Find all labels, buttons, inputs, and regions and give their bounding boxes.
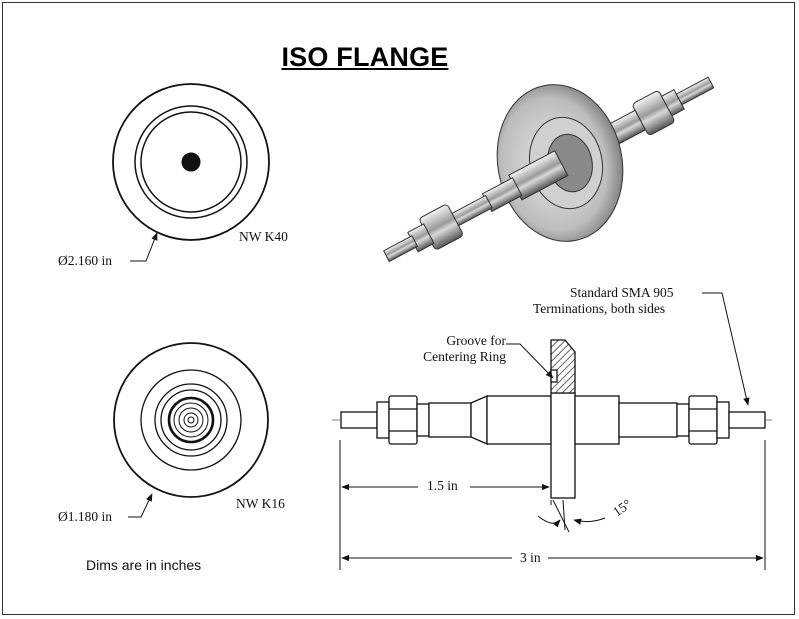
k16-end-view	[113, 342, 269, 498]
groove-label-line2: Centering Ring	[423, 349, 506, 364]
units-note: Dims are in inches	[86, 557, 202, 573]
isometric-view	[382, 76, 715, 263]
dim-1-5-label: 1.5 in	[427, 478, 458, 493]
k40-leader	[130, 232, 158, 262]
nw-k16-label: NW K16	[236, 496, 285, 511]
k16-leader	[128, 493, 153, 518]
side-view	[332, 339, 775, 499]
k40-end-view	[112, 83, 270, 241]
sma-label-line2: Terminations, both sides	[533, 301, 666, 316]
dimensions	[339, 292, 766, 570]
dim-3-label: 3 in	[520, 550, 541, 565]
sma-label-line1: Standard SMA 905	[570, 285, 674, 300]
page-title: ISO FLANGE	[281, 42, 449, 72]
nw-k40-label: NW K40	[239, 229, 288, 244]
groove-label-line1: Groove for	[446, 333, 506, 348]
k40-diameter-label: Ø2.160 in	[58, 253, 112, 268]
k16-diameter-label: Ø1.180 in	[58, 509, 112, 524]
